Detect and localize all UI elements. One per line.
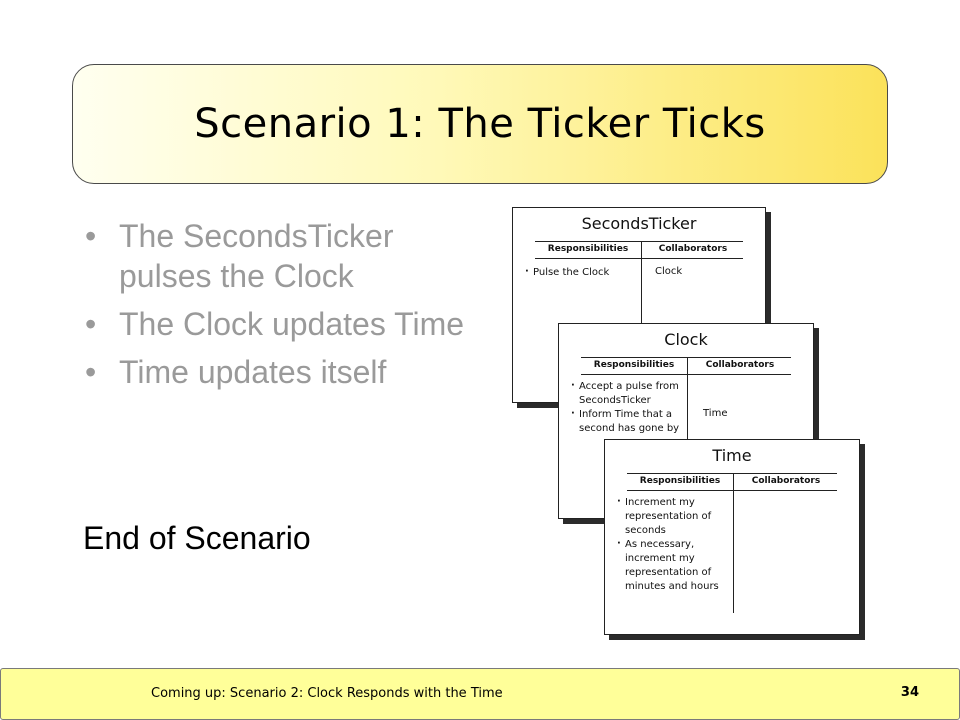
- card-column-divider: [641, 241, 642, 391]
- responsibility-item: Accept a pulse from SecondsTicker: [571, 379, 685, 408]
- next-slide-text: Coming up: Scenario 2: Clock Responds wi…: [151, 686, 503, 701]
- slide-title: Scenario 1: The Ticker Ticks: [194, 101, 766, 147]
- footer-bar: Coming up: Scenario 2: Clock Responds wi…: [0, 668, 960, 720]
- collaborator-item: Time: [703, 408, 728, 419]
- responsibility-item: Increment my representation of seconds: [617, 495, 731, 538]
- responsibility-item: As necessary, increment my representatio…: [617, 537, 731, 594]
- responsibility-item: Pulse the Clock: [525, 265, 637, 280]
- responsibilities-list: Pulse the Clock: [525, 265, 637, 280]
- bullet-item: •The Clock updates Time: [85, 306, 465, 342]
- responsibilities-header: Responsibilities: [547, 244, 629, 254]
- card-divider: [627, 473, 837, 474]
- end-of-scenario-text: End of Scenario: [83, 520, 311, 556]
- responsibilities-list: Accept a pulse from SecondsTicker Inform…: [571, 379, 685, 436]
- bullet-item: •Time updates itself: [85, 354, 387, 390]
- bullet-list: •The SecondsTicker pulses the Clock •The…: [85, 216, 465, 400]
- card-column-divider: [733, 473, 734, 613]
- responsibility-item: Inform Time that a second has gone by: [571, 407, 685, 436]
- title-banner: Scenario 1: The Ticker Ticks: [72, 64, 888, 184]
- bullet-item: •The SecondsTicker pulses the Clock: [85, 218, 394, 294]
- card-divider: [535, 241, 743, 242]
- card-divider: [535, 258, 743, 259]
- card-column-divider: [687, 357, 688, 507]
- responsibilities-header: Responsibilities: [593, 360, 675, 370]
- bullet-dot-icon: •: [85, 218, 97, 254]
- card-divider: [581, 374, 791, 375]
- card-title: Clock: [664, 330, 708, 349]
- card-divider: [627, 490, 837, 491]
- crc-card-time: Time Responsibilities Collaborators Incr…: [604, 439, 860, 635]
- card-title: SecondsTicker: [581, 214, 697, 233]
- responsibilities-header: Responsibilities: [639, 476, 721, 486]
- bullet-dot-icon: •: [85, 306, 97, 342]
- responsibilities-list: Increment my representation of seconds A…: [617, 495, 731, 594]
- collaborator-item: Clock: [655, 266, 683, 277]
- card-divider: [581, 357, 791, 358]
- bullet-dot-icon: •: [85, 354, 97, 390]
- card-title: Time: [712, 446, 752, 465]
- collaborators-header: Collaborators: [705, 360, 775, 370]
- collaborators-header: Collaborators: [658, 244, 728, 254]
- page-number: 34: [900, 685, 919, 700]
- collaborators-header: Collaborators: [751, 476, 821, 486]
